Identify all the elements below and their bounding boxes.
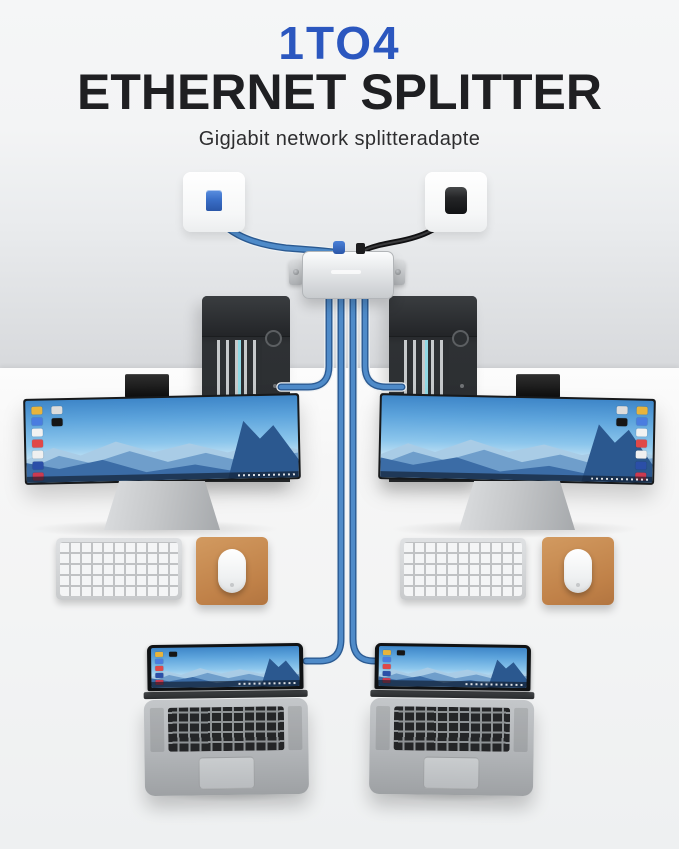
- desktop-icon: [382, 650, 391, 656]
- desktop-icons-column-2: [396, 650, 405, 656]
- ethernet-plug-icon: [206, 190, 222, 211]
- monitor-right: [378, 393, 656, 485]
- desktop-icon: [636, 428, 648, 437]
- system-tray-icons: [237, 473, 296, 477]
- desktop-icon: [155, 658, 164, 664]
- desktop-icons-column: [31, 406, 44, 481]
- title-line1: 1TO4: [278, 17, 401, 69]
- monitor-stand-right: [459, 481, 575, 530]
- mouse: [564, 549, 592, 593]
- desktop-icon: [155, 651, 164, 657]
- mouse: [218, 549, 246, 593]
- mounting-ear: [391, 260, 405, 285]
- desktop-icon: [616, 418, 628, 427]
- title-line2: ETHERNET SPLITTER: [76, 64, 603, 120]
- system-tray-icons: [591, 477, 650, 481]
- desktop-wallpaper: [25, 395, 299, 483]
- desktop-icons-column: [635, 406, 648, 481]
- desktop-icon: [169, 651, 178, 657]
- desktop-icon: [635, 450, 647, 459]
- rear-speaker-right: [516, 374, 560, 398]
- desktop-icon: [635, 461, 647, 470]
- mouse-logo-icon: [576, 583, 580, 587]
- laptop-left: [143, 642, 310, 797]
- desktop-icon: [636, 417, 648, 426]
- monitor-stand-left: [104, 481, 220, 530]
- mouse-logo-icon: [230, 583, 234, 587]
- keyboard-keys: [404, 542, 522, 596]
- keyboard-right: [400, 538, 526, 600]
- desktop-icons-column-2: [616, 406, 628, 427]
- laptop-body: [368, 697, 535, 797]
- subtitle: Gigjabit network splitteradapte: [198, 128, 481, 150]
- desktop-icon: [31, 406, 43, 415]
- system-tray-icons: [238, 682, 297, 685]
- desktop-icons-column-2: [51, 406, 63, 427]
- desktop-icon: [51, 406, 63, 415]
- ethernet-splitter-device: [289, 238, 405, 299]
- ethernet-connector-icon: [333, 241, 345, 254]
- port-dot-icon: [459, 384, 464, 388]
- desktop-icon: [382, 671, 391, 677]
- desktop-icon: [396, 650, 405, 656]
- keyboard-keys: [60, 542, 178, 596]
- mousepad-right: [542, 537, 614, 605]
- splitter-logo: [331, 270, 361, 274]
- power-connector-icon: [356, 243, 365, 254]
- monitor-left: [23, 393, 301, 485]
- desktop-icon: [51, 418, 63, 427]
- desktop-icon: [31, 417, 43, 426]
- desktop-icon: [155, 672, 164, 678]
- system-tray-icons: [465, 683, 524, 686]
- desktop-icon: [32, 450, 44, 459]
- laptop-keyboard: [393, 706, 511, 752]
- taskbar: [151, 679, 300, 689]
- mousepad-left: [196, 537, 268, 605]
- ethernet-wall-outlet: [183, 172, 245, 232]
- desktop-wallpaper: [380, 395, 654, 483]
- screw-icon: [395, 269, 401, 275]
- desktop-icon: [382, 664, 391, 670]
- laptop-keyboard: [167, 706, 285, 752]
- laptop-speaker-grille: [149, 707, 165, 753]
- mounting-ear: [289, 260, 303, 285]
- port-dot-icon: [272, 384, 277, 388]
- keyboard-left: [56, 538, 182, 600]
- desktop-icon: [31, 439, 44, 448]
- desktop-icon: [636, 406, 648, 415]
- desktop-icons-column: [155, 651, 164, 685]
- power-button-icon: [452, 330, 469, 347]
- rear-speaker-left: [125, 374, 169, 398]
- desktop-icon: [635, 439, 648, 448]
- desktop-icons-column: [382, 650, 391, 684]
- splitter-body: [302, 251, 394, 299]
- desktop-icons-column-2: [169, 651, 178, 657]
- power-button-icon: [265, 330, 282, 347]
- desktop-icon: [616, 406, 628, 415]
- desktop-icon: [382, 657, 391, 663]
- laptop-speaker-grille: [287, 705, 303, 751]
- laptop-screen: [374, 642, 532, 692]
- taskbar: [378, 679, 527, 689]
- power-plug-icon: [445, 187, 467, 214]
- desktop-icon: [32, 461, 44, 470]
- laptop-speaker-grille: [375, 705, 391, 751]
- desktop-wallpaper: [378, 645, 528, 689]
- desktop-wallpaper: [150, 645, 300, 689]
- laptop-right: [368, 642, 535, 797]
- laptop-trackpad: [198, 756, 255, 790]
- desktop-icon: [31, 428, 43, 437]
- screw-icon: [293, 269, 299, 275]
- power-wall-outlet: [425, 172, 487, 232]
- desktop-icon: [155, 665, 164, 671]
- laptop-body: [143, 697, 310, 797]
- laptop-screen: [146, 642, 304, 692]
- laptop-speaker-grille: [513, 707, 529, 753]
- laptop-trackpad: [423, 756, 480, 790]
